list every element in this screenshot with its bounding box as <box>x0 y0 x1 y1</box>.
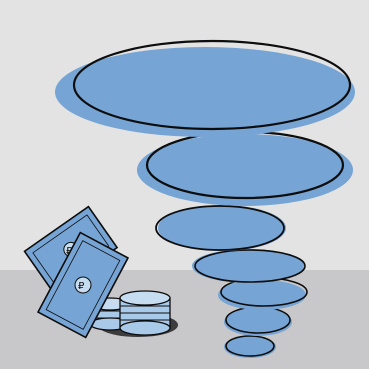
tornado-ring-1 <box>55 39 355 137</box>
tornado-ring-2 <box>137 130 353 206</box>
tornado-ring-6 <box>224 306 292 336</box>
banknote-front <box>36 231 130 339</box>
banknote-front-symbol: ₽ <box>78 281 85 292</box>
coin-stack-front <box>119 290 171 336</box>
tornado <box>55 39 355 358</box>
tornado-ring-7 <box>224 335 276 358</box>
tornado-ring-4 <box>192 249 306 283</box>
tornado-ring-3 <box>155 205 286 251</box>
